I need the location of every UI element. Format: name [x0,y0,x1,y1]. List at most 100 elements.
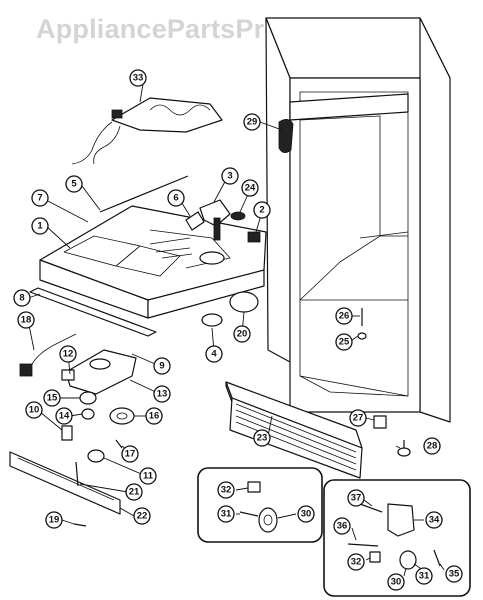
callout-27: 27 [349,409,367,427]
svg-text:32: 32 [351,557,362,568]
callout-36: 36 [333,517,351,535]
callout-12: 12 [59,345,77,363]
switch [247,231,261,243]
callout-15: 15 [43,389,61,407]
light-bulb [87,449,105,463]
callout-2: 2 [253,201,271,219]
socket-10 [61,425,73,441]
svg-text:33: 33 [133,73,144,84]
control-housing [61,349,137,395]
screw-17 [115,439,123,449]
callout-28: 28 [423,437,441,455]
svg-text:31: 31 [221,509,232,520]
callout-23: 23 [253,429,271,447]
callout-18: 18 [17,311,35,329]
callout-35: 35 [445,565,463,583]
svg-text:10: 10 [29,405,40,416]
leveling-leg [397,447,411,457]
svg-text:22: 22 [137,511,148,522]
svg-text:23: 23 [257,433,268,444]
svg-text:27: 27 [353,413,364,424]
callout-37: 37 [347,489,365,507]
svg-text:36: 36 [337,521,348,532]
callout-24: 24 [241,179,259,197]
bracket-27 [373,415,387,429]
callout-13: 13 [153,385,171,403]
callout-25: 25 [335,333,353,351]
callout-21: 21 [125,483,143,501]
bracket-6 [185,211,205,231]
callout-9: 9 [153,357,171,375]
svg-text:12: 12 [63,349,74,360]
callout-30-right: 30 [387,573,405,591]
roller-inset-left [197,467,323,543]
svg-text:3: 3 [227,171,232,182]
evaporator-cover [39,205,267,319]
callout-22: 22 [133,507,151,525]
callout-30-left: 30 [297,505,315,523]
svg-text:15: 15 [47,393,58,404]
svg-text:26: 26 [339,311,350,322]
callout-14: 14 [55,407,73,425]
callout-19: 19 [45,511,63,529]
svg-text:29: 29 [247,117,258,128]
callout-6: 6 [167,189,185,207]
sensor [19,363,33,377]
svg-text:9: 9 [159,361,164,372]
callout-17: 17 [121,445,139,463]
svg-text:21: 21 [129,487,140,498]
refrigerator-cabinet [265,17,451,423]
callout-26: 26 [335,307,353,325]
svg-text:35: 35 [449,569,460,580]
svg-text:7: 7 [37,193,42,204]
grommet [230,211,246,221]
roller-inset-right [323,479,471,597]
defrost-heater-harness [71,97,223,165]
callout-33: 33 [129,69,147,87]
light-rail [9,451,121,515]
callout-32-left: 32 [217,481,235,499]
svg-text:14: 14 [59,411,70,422]
svg-text:28: 28 [427,441,438,452]
svg-text:6: 6 [173,193,178,204]
callout-32-right: 32 [347,553,365,571]
callout-3: 3 [221,167,239,185]
callout-16: 16 [145,407,163,425]
callout-1: 1 [31,217,49,235]
svg-text:18: 18 [21,315,32,326]
svg-text:25: 25 [339,337,350,348]
svg-text:20: 20 [237,329,248,340]
callout-34: 34 [425,511,443,529]
callout-20: 20 [233,325,251,343]
svg-text:4: 4 [211,349,217,360]
dial-15 [79,391,97,405]
rod [99,175,189,213]
callout-31-left: 31 [217,505,235,523]
svg-text:17: 17 [125,449,136,460]
svg-text:5: 5 [71,179,77,190]
svg-text:30: 30 [301,509,312,520]
front-trim-bar [29,287,157,337]
svg-text:31: 31 [419,571,430,582]
clip-14 [81,408,95,420]
svg-text:24: 24 [245,183,256,194]
svg-text:13: 13 [157,389,168,400]
svg-text:34: 34 [429,515,440,526]
svg-text:2: 2 [259,205,264,216]
callout-8: 8 [13,289,31,307]
svg-text:30: 30 [391,577,402,588]
callout-7: 7 [31,189,49,207]
svg-text:37: 37 [351,493,362,504]
toe-grille [225,381,363,479]
thermostat-control [199,199,231,265]
light-lens [229,291,259,313]
svg-text:19: 19 [49,515,60,526]
screw-19 [73,523,87,527]
svg-text:1: 1 [37,221,43,232]
callout-4: 4 [205,345,223,363]
knob-disc [201,313,223,327]
svg-text:11: 11 [143,471,154,482]
svg-text:8: 8 [19,293,24,304]
svg-text:32: 32 [221,485,232,496]
